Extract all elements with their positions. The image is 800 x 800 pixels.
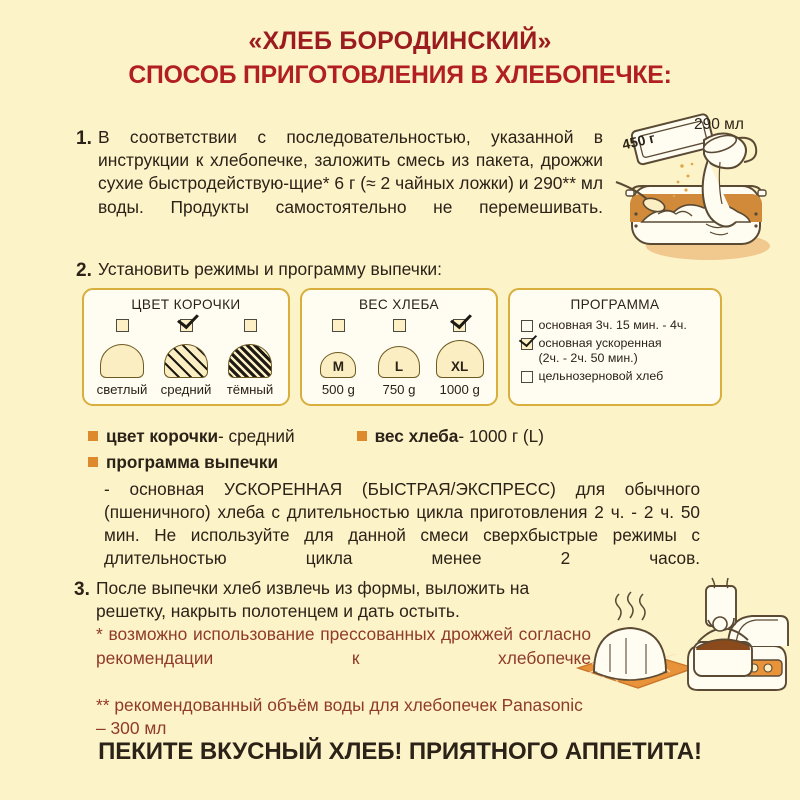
program-description: - основная УСКОРЕННАЯ (БЫСТРАЯ/ЭКСПРЕСС)… bbox=[104, 479, 700, 569]
product-title: «ХЛЕБ БОРОДИНСКИЙ» bbox=[248, 27, 552, 55]
weight-option-m[interactable]: M 500 g bbox=[308, 319, 369, 397]
mixing-illustration: 290 мл 450 г bbox=[596, 104, 796, 264]
summary-weight-value: - 1000 г (L) bbox=[458, 426, 544, 446]
loaf-weight-box: ВЕС ХЛЕБА M 500 g L bbox=[300, 288, 498, 406]
bread-slice-dark-icon bbox=[219, 336, 281, 378]
weight-option-xl[interactable]: XL 1000 g bbox=[429, 319, 490, 397]
bullet-square-icon bbox=[88, 431, 98, 441]
program-option-rapid[interactable]: основная ускоренная (2ч. - 2ч. 50 мин.) bbox=[521, 336, 720, 366]
crust-light-label: светлый bbox=[96, 382, 148, 397]
settings-summary: цвет корочки - средний вес хлеба - 1000 … bbox=[88, 424, 708, 476]
crust-medium-label: средний bbox=[160, 382, 212, 397]
crust-color-title: ЦВЕТ КОРОЧКИ bbox=[131, 297, 241, 312]
loaf-weight-title: ВЕС ХЛЕБА bbox=[358, 297, 440, 312]
program-rapid-title: основная ускоренная bbox=[538, 336, 662, 351]
weight-l-label: 750 g bbox=[382, 382, 416, 397]
program-rapid-checkbox[interactable] bbox=[521, 338, 533, 350]
method-title: СПОСОБ ПРИГОТОВЛЕНИЯ В ХЛЕБОПЕЧКЕ: bbox=[128, 60, 672, 89]
cooling-bread-illustration bbox=[566, 572, 796, 700]
summary-crust-label: цвет корочки bbox=[106, 426, 219, 446]
bread-slice-m-icon: M bbox=[308, 336, 369, 378]
weight-l-checkbox[interactable] bbox=[392, 319, 406, 332]
crust-option-medium[interactable]: средний bbox=[155, 319, 217, 397]
crust-medium-checkbox[interactable] bbox=[179, 319, 193, 332]
weight-m-size: M bbox=[332, 359, 344, 374]
bullet-square-icon bbox=[356, 431, 367, 441]
program-options-list: основная 3ч. 15 мин. - 4ч. основная уско… bbox=[521, 318, 720, 385]
bread-slice-l-icon: L bbox=[369, 336, 430, 378]
bread-machine-and-towel-icon bbox=[575, 577, 789, 691]
program-wholegrain-label: цельнозерновой хлеб bbox=[538, 369, 664, 384]
weight-xl-size: XL bbox=[451, 359, 469, 374]
step-1-text: В соответствии с последовательностью, ук… bbox=[98, 127, 603, 217]
bread-slice-light-icon bbox=[91, 336, 153, 378]
weight-xl-label: 1000 g bbox=[439, 382, 480, 397]
program-basic-label: основная 3ч. 15 мин. - 4ч. bbox=[538, 318, 687, 332]
step-3: 3. После выпечки хлеб извлечь из формы, … bbox=[74, 577, 594, 741]
weight-xl-checkbox[interactable] bbox=[453, 319, 467, 332]
program-title: ПРОГРАММА bbox=[570, 297, 660, 312]
bread-slice-medium-icon bbox=[155, 336, 217, 378]
step-2-number: 2. bbox=[76, 260, 92, 281]
weight-option-l[interactable]: L 750 g bbox=[369, 319, 430, 397]
weight-m-checkbox[interactable] bbox=[331, 319, 345, 332]
step-1: 1. В соответствии с последовательностью,… bbox=[76, 126, 606, 242]
summary-crust-value: - средний bbox=[218, 426, 295, 446]
step-3-number: 3. bbox=[74, 579, 90, 600]
summary-row-1: цвет корочки - средний вес хлеба - 1000 … bbox=[88, 424, 708, 450]
crust-dark-label: тёмный bbox=[226, 382, 274, 397]
step-2: 2. Установить режимы и программу выпечки… bbox=[76, 258, 636, 283]
step-1-number: 1. bbox=[76, 128, 92, 149]
weight-m-label: 500 g bbox=[321, 382, 355, 397]
footnote-yeast: * возможно использование прессованных др… bbox=[96, 624, 591, 668]
summary-program-label: программа выпечки bbox=[106, 451, 279, 472]
page-title: «ХЛЕБ БОРОДИНСКИЙ» СПОСОБ ПРИГОТОВЛЕНИЯ … bbox=[0, 27, 800, 89]
bullet-square-icon bbox=[88, 456, 98, 467]
crust-color-box: ЦВЕТ КОРОЧКИ светлый средний bbox=[82, 288, 290, 406]
program-wholegrain-checkbox[interactable] bbox=[521, 371, 533, 383]
program-rapid-duration: (2ч. - 2ч. 50 мин.) bbox=[538, 351, 638, 366]
crust-light-checkbox[interactable] bbox=[115, 319, 129, 332]
step-3-text: После выпечки хлеб извлечь из формы, выл… bbox=[96, 578, 530, 622]
step-3-block: После выпечки хлеб извлечь из формы, выл… bbox=[96, 577, 591, 741]
crust-option-dark[interactable]: тёмный bbox=[219, 319, 281, 397]
program-box: ПРОГРАММА основная 3ч. 15 мин. - 4ч. осн… bbox=[508, 288, 722, 406]
water-amount-label: 290 мл bbox=[694, 116, 744, 133]
weight-l-size: L bbox=[394, 359, 404, 374]
closing-slogan: ПЕКИТЕ ВКУСНЫЙ ХЛЕБ! ПРИЯТНОГО АППЕТИТА! bbox=[98, 738, 702, 765]
footnote-water: ** рекомендованный объём воды для хлебоп… bbox=[96, 694, 583, 739]
crust-option-light[interactable]: светлый bbox=[91, 319, 153, 397]
step-2-text: Установить режимы и программу выпечки: bbox=[98, 259, 442, 279]
crust-dark-checkbox[interactable] bbox=[243, 319, 257, 332]
bread-pan-pouring-icon bbox=[615, 113, 770, 260]
settings-boxes: ЦВЕТ КОРОЧКИ светлый средний bbox=[82, 288, 722, 406]
program-rapid-label: основная ускоренная (2ч. - 2ч. 50 мин.) bbox=[539, 336, 662, 366]
program-option-wholegrain[interactable]: цельнозерновой хлеб bbox=[521, 369, 720, 384]
bread-slice-xl-icon: XL bbox=[429, 336, 490, 378]
program-basic-checkbox[interactable] bbox=[521, 320, 533, 332]
summary-weight-label: вес хлеба bbox=[374, 426, 459, 446]
program-option-basic[interactable]: основная 3ч. 15 мин. - 4ч. bbox=[521, 318, 720, 333]
summary-row-2: программа выпечки bbox=[88, 450, 708, 476]
